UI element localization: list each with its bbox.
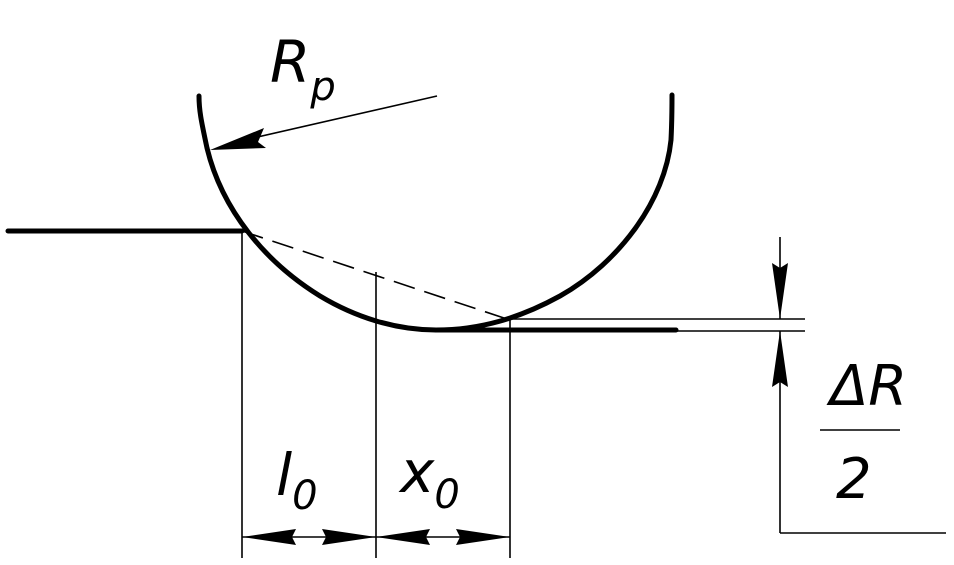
offset-label: x0 [398, 438, 460, 518]
length-label: l0 [276, 441, 318, 519]
fraction-denominator: 2 [836, 447, 872, 512]
fraction-numerator: ΔR [826, 354, 907, 419]
radius-subscript: p [309, 64, 335, 110]
length-subscript: 0 [292, 473, 317, 519]
radius-label: Rp [270, 28, 336, 110]
arrowhead-delta-top [772, 263, 788, 319]
arrowhead-l0-left [242, 529, 296, 545]
radius-arrowhead [210, 128, 266, 150]
radius-leader [239, 95, 438, 142]
arrowhead-x0-left [376, 529, 430, 545]
offset-subscript: 0 [434, 472, 459, 518]
arrowhead-l0-right [322, 529, 376, 545]
arrowhead-delta-bottom [772, 331, 788, 387]
arrowhead-x0-right [456, 529, 510, 545]
